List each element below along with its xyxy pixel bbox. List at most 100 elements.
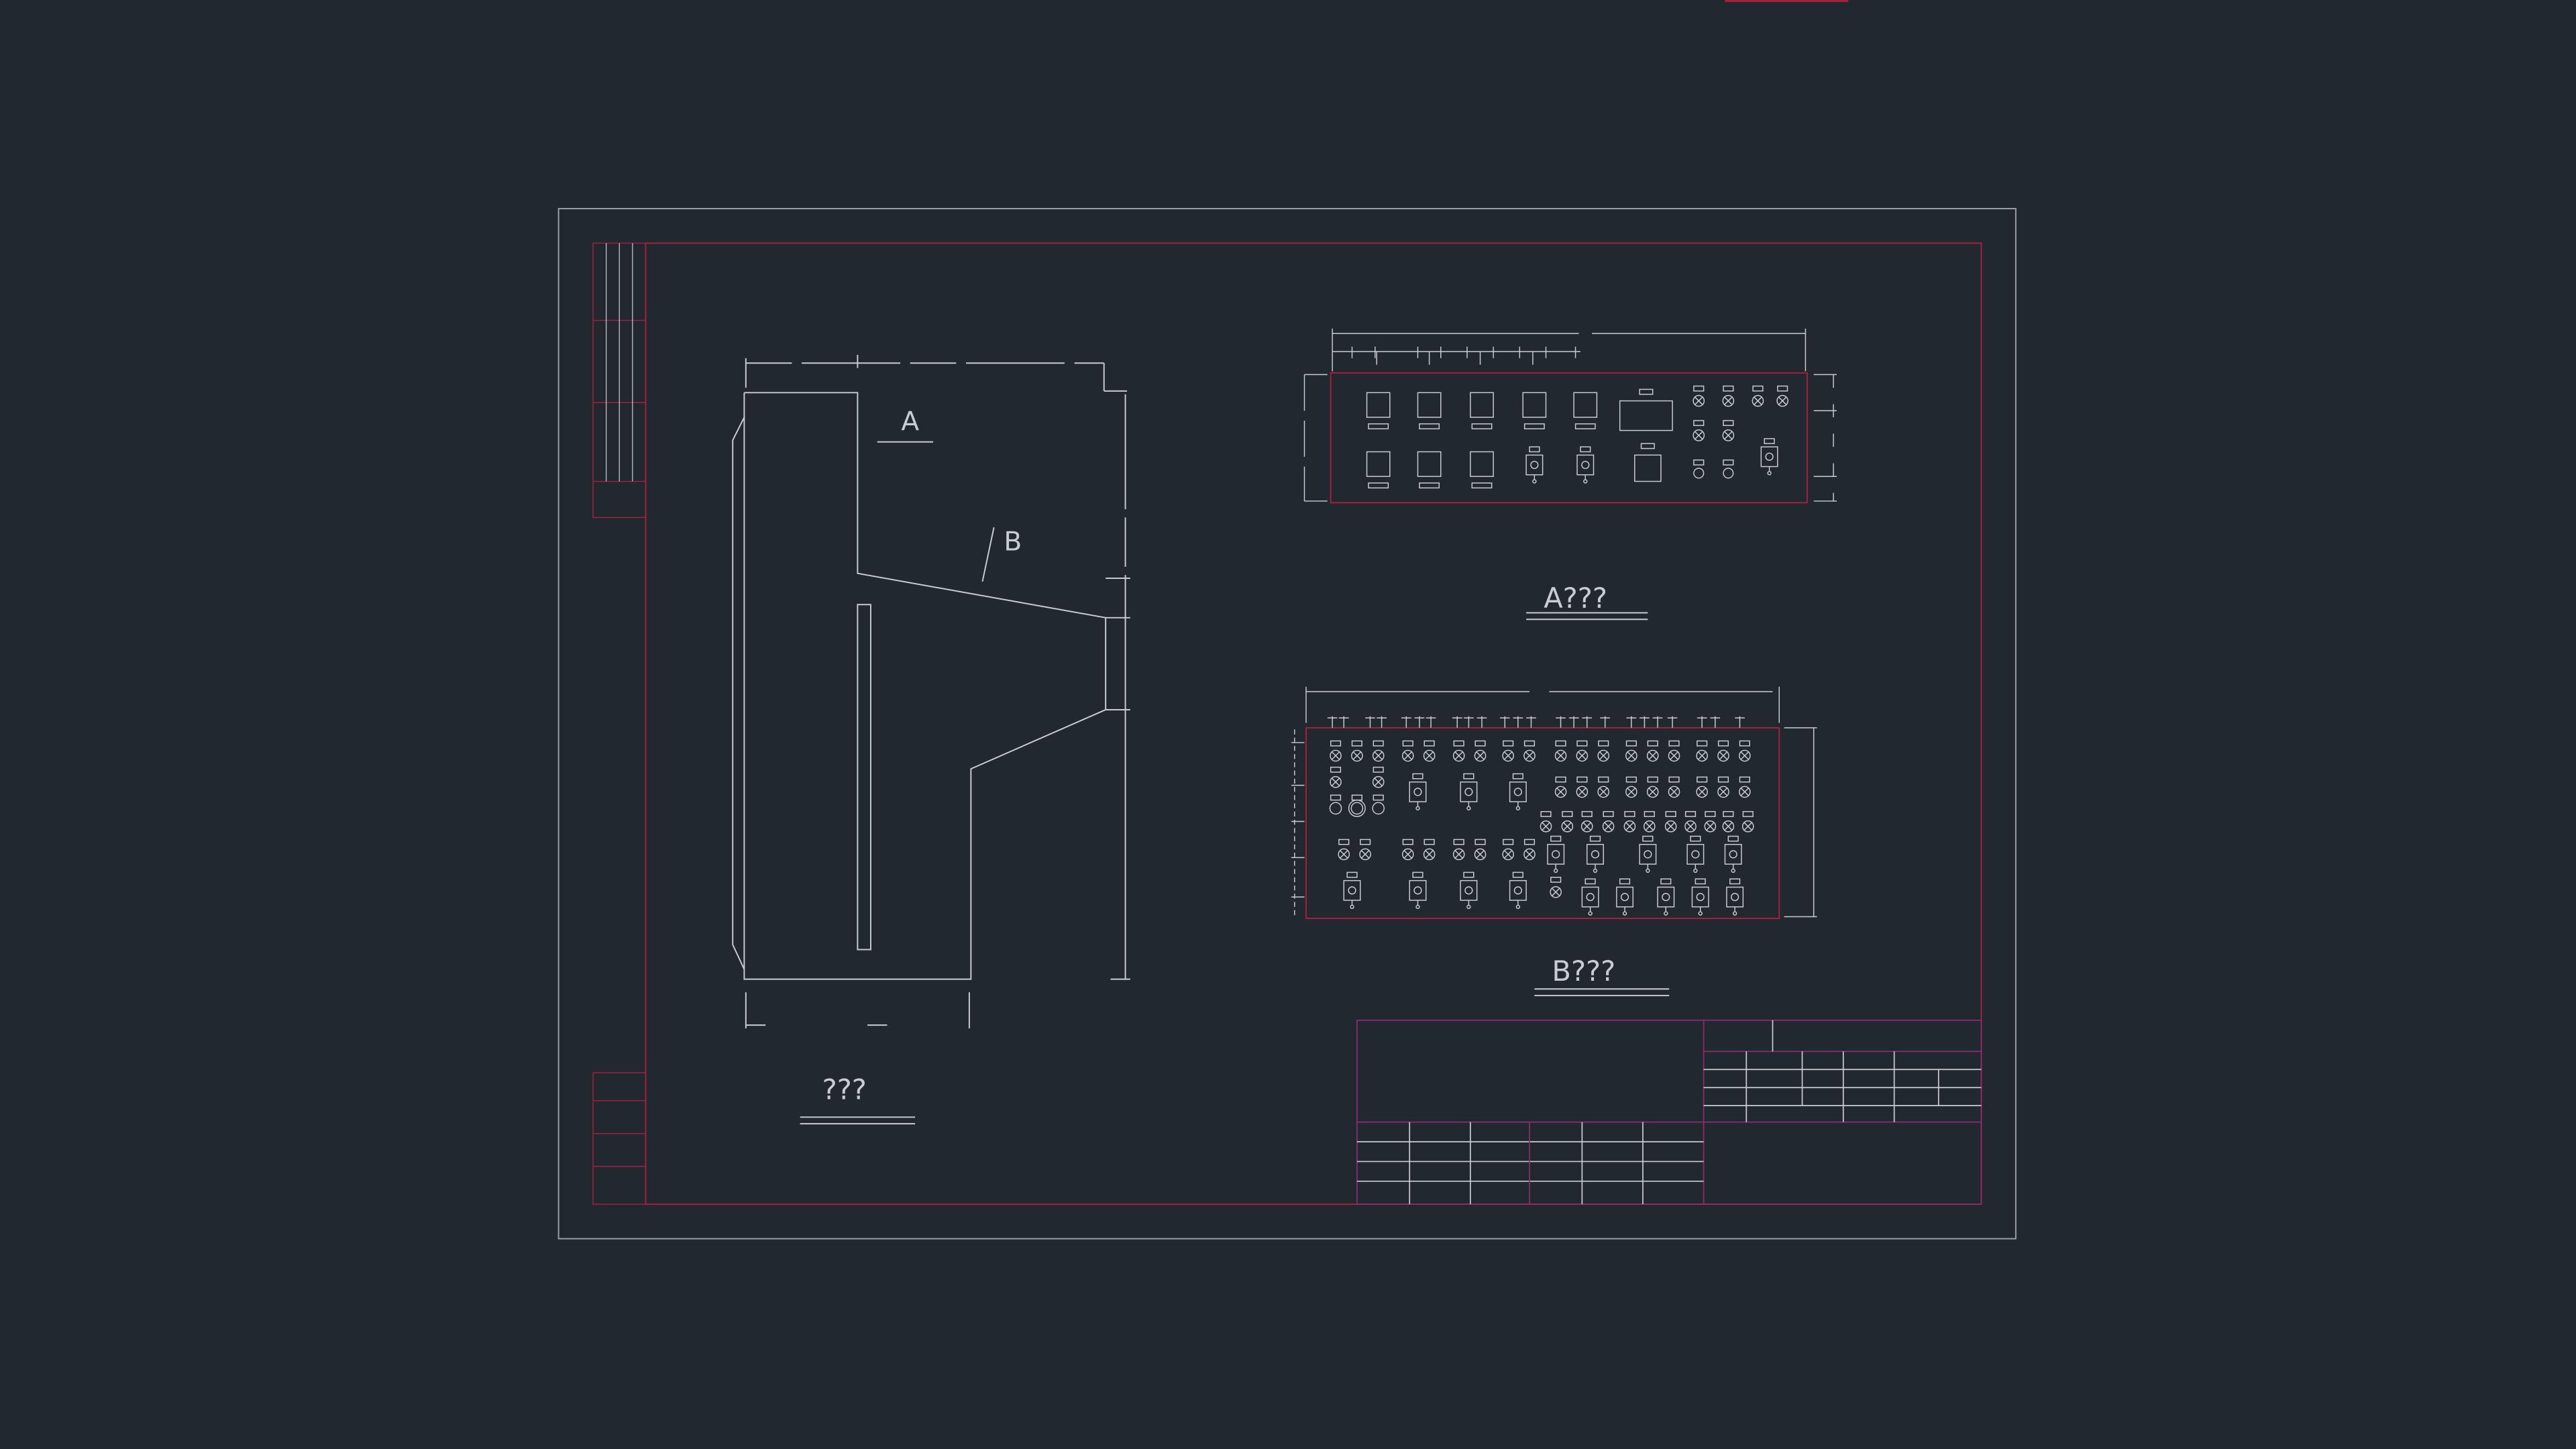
indicator-lamp-symbol: [1474, 839, 1487, 861]
push-button-symbol: [1372, 794, 1385, 815]
selector-switch-symbol: [1686, 835, 1705, 873]
push-button-symbol: [1348, 794, 1366, 817]
indicator-lamp-symbol: [1554, 740, 1567, 762]
indicator-lamp-symbol: [1646, 776, 1659, 798]
indicator-lamp-symbol: [1684, 811, 1697, 833]
meter-symbol: [1470, 392, 1494, 429]
indicator-lamp-symbol: [1646, 740, 1659, 762]
indicator-lamp-symbol: [1423, 740, 1436, 762]
indicator-lamp-symbol: [1401, 740, 1414, 762]
indicator-lamp-symbol: [1597, 740, 1610, 762]
indicator-lamp-symbol: [1359, 839, 1371, 861]
section-label-a: A: [901, 407, 919, 437]
selector-switch-symbol: [1409, 773, 1427, 811]
dimension-tick: [1526, 716, 1536, 728]
panel-b-dimensions: [1294, 686, 1817, 918]
indicator-lamp-symbol: [1523, 740, 1536, 762]
indicator-lamp-symbol: [1722, 811, 1735, 833]
indicator-lamp-symbol: [1717, 740, 1729, 762]
dimension-tick: [1327, 716, 1338, 728]
panel-a-dimensions: [1303, 328, 1837, 502]
push-button-symbol: [1693, 459, 1705, 479]
indicator-lamp-symbol: [1752, 385, 1764, 407]
meter-symbol: [1417, 451, 1442, 489]
indicator-lamp-symbol: [1561, 811, 1574, 833]
dimension-tick: [1652, 716, 1663, 728]
selector-switch-symbol: [1343, 871, 1361, 910]
dimension-tick: [1640, 716, 1650, 728]
indicator-lamp-symbol: [1580, 811, 1593, 833]
indicator-lamp-symbol: [1550, 877, 1562, 898]
selector-switch-symbol: [1509, 773, 1527, 811]
panel-a-outline: [1330, 372, 1808, 504]
display-window-symbol: [1619, 388, 1673, 482]
selector-switch-symbol: [1509, 871, 1527, 910]
indicator-lamp-symbol: [1722, 420, 1735, 441]
indicator-lamp-symbol: [1602, 811, 1615, 833]
meter-symbol: [1522, 392, 1547, 429]
indicator-lamp-symbol: [1693, 385, 1705, 407]
dimension-tick: [1556, 716, 1566, 728]
dimension-tick: [1452, 716, 1462, 728]
meter-symbol: [1417, 392, 1442, 429]
indicator-lamp-symbol: [1623, 811, 1636, 833]
dimension-tick: [1582, 716, 1593, 728]
indicator-lamp-symbol: [1693, 420, 1705, 441]
indicator-lamp-symbol: [1704, 811, 1717, 833]
indicator-lamp-symbol: [1625, 740, 1638, 762]
selector-switch-symbol: [1581, 878, 1599, 916]
indicator-lamp-symbol: [1717, 776, 1729, 798]
indicator-lamp-symbol: [1502, 740, 1514, 762]
panel-a-components: [1366, 385, 1788, 489]
indicator-lamp-symbol: [1668, 776, 1680, 798]
meter-symbol: [1366, 451, 1391, 489]
push-button-symbol: [1723, 459, 1734, 479]
indicator-lamp-symbol: [1776, 385, 1788, 407]
dimension-tick: [1735, 716, 1745, 728]
indicator-lamp-symbol: [1372, 740, 1385, 762]
dimension-tick: [1365, 716, 1375, 728]
indicator-lamp-symbol: [1474, 740, 1487, 762]
indicator-lamp-symbol: [1738, 776, 1751, 798]
selector-switch-symbol: [1547, 835, 1565, 873]
selector-switch-symbol: [1409, 871, 1427, 910]
indicator-lamp-symbol: [1741, 811, 1754, 833]
meter-symbol: [1573, 392, 1598, 429]
drawing-frame: [645, 242, 1982, 1205]
indicator-lamp-symbol: [1722, 385, 1735, 407]
indicator-lamp-symbol: [1423, 839, 1436, 861]
section-label-b: B: [1004, 527, 1022, 557]
indicator-lamp-symbol: [1597, 776, 1610, 798]
selector-switch-symbol: [1616, 878, 1634, 916]
meter-symbol: [1366, 392, 1391, 429]
dimension-tick: [1401, 716, 1411, 728]
indicator-lamp-symbol: [1576, 776, 1589, 798]
indicator-lamp-symbol: [1338, 839, 1350, 861]
indicator-lamp-symbol: [1452, 740, 1465, 762]
indicator-lamp-symbol: [1372, 766, 1385, 788]
dimension-tick: [1710, 716, 1721, 728]
indicator-lamp-symbol: [1330, 740, 1342, 762]
dimension-tick: [1513, 716, 1523, 728]
indicator-lamp-symbol: [1452, 839, 1465, 861]
selector-switch-symbol: [1525, 446, 1544, 484]
panel-b-components: [1291, 716, 1754, 916]
selector-switch-symbol: [1586, 835, 1604, 873]
indicator-lamp-symbol: [1668, 740, 1680, 762]
dimension-tick: [1499, 716, 1510, 728]
indicator-lamp-symbol: [1523, 839, 1536, 861]
dimension-tick: [1697, 716, 1707, 728]
indicator-lamp-symbol: [1625, 776, 1638, 798]
indicator-lamp-symbol: [1696, 740, 1708, 762]
meter-symbol: [1470, 451, 1494, 489]
view-b-caption: B???: [1552, 955, 1615, 987]
dimension-tick: [1338, 716, 1349, 728]
indicator-lamp-symbol: [1576, 740, 1589, 762]
dimension-tick: [1626, 716, 1637, 728]
indicator-lamp-symbol: [1502, 839, 1514, 861]
dimension-tick: [1426, 716, 1436, 728]
side-view-drawing: [732, 354, 1130, 1029]
selector-switch-symbol: [1760, 438, 1778, 476]
selector-switch-symbol: [1639, 835, 1657, 873]
